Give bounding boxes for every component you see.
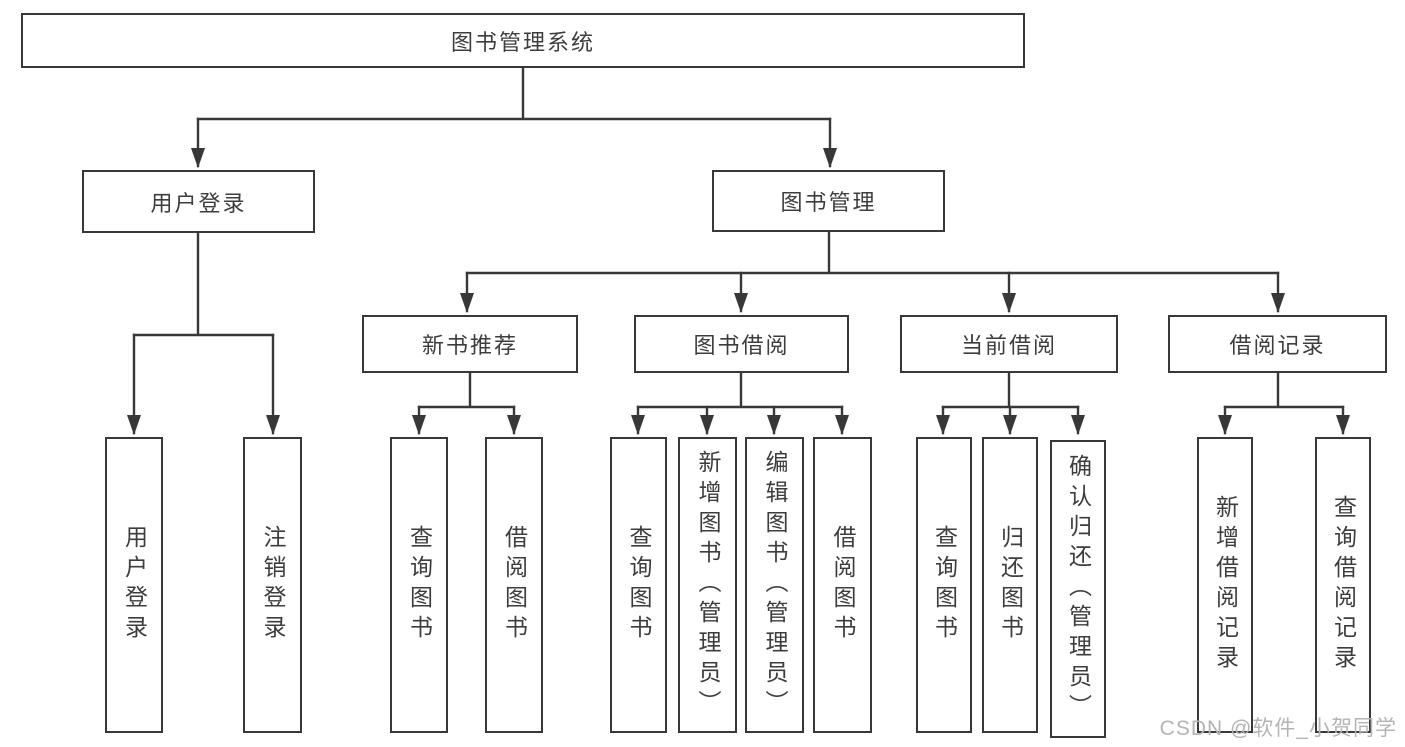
leaf-logout: 注销登录 — [243, 437, 302, 733]
node-label: 图书管理系统 — [450, 29, 595, 55]
leaf-records-query-record: 查询借阅记录 — [1315, 437, 1371, 733]
leaf-label: 确认归还（管理员） — [1065, 454, 1092, 724]
leaf-label: 查询图书 — [626, 525, 652, 645]
leaf-label: 注销登录 — [260, 525, 286, 645]
node-label: 图书管理 — [780, 190, 877, 215]
node-label: 借阅记录 — [1229, 333, 1326, 358]
node-borrow-records: 借阅记录 — [1168, 315, 1387, 373]
node-new-book-recommend: 新书推荐 — [362, 315, 578, 373]
leaf-records-add-record: 新增借阅记录 — [1197, 437, 1253, 733]
leaf-newrec-query-books: 查询图书 — [390, 437, 448, 733]
leaf-label: 归还图书 — [997, 525, 1024, 645]
leaf-current-return-books: 归还图书 — [982, 437, 1038, 733]
leaf-newrec-borrow-books: 借阅图书 — [485, 437, 543, 733]
leaf-borrowing-borrow-books: 借阅图书 — [813, 437, 872, 733]
node-user-login: 用户登录 — [82, 170, 315, 233]
node-label: 用户登录 — [150, 190, 247, 216]
leaf-label: 用户登录 — [121, 525, 148, 645]
leaf-label: 借阅图书 — [830, 525, 856, 645]
leaf-label: 新增图书（管理员） — [695, 450, 721, 720]
leaf-borrowing-add-books-admin: 新增图书（管理员） — [678, 437, 737, 733]
leaf-current-confirm-return-admin: 确认归还（管理员） — [1050, 440, 1106, 738]
leaf-label: 查询借阅记录 — [1330, 495, 1357, 675]
leaf-user-login: 用户登录 — [105, 437, 163, 733]
node-book-management: 图书管理 — [712, 170, 945, 232]
node-label: 图书借阅 — [693, 333, 790, 358]
leaf-label: 编辑图书（管理员） — [762, 450, 788, 720]
leaf-borrowing-query-books: 查询图书 — [610, 437, 667, 733]
leaf-label: 查询图书 — [406, 525, 433, 645]
node-current-borrowing: 当前借阅 — [900, 315, 1118, 373]
leaf-label: 新增借阅记录 — [1212, 495, 1239, 675]
leaf-label: 借阅图书 — [501, 525, 528, 645]
node-label: 新书推荐 — [421, 333, 518, 358]
leaf-borrowing-edit-books-admin: 编辑图书（管理员） — [745, 437, 804, 733]
node-label: 当前借阅 — [960, 333, 1057, 358]
node-book-borrowing: 图书借阅 — [634, 315, 849, 373]
leaf-current-query-books: 查询图书 — [916, 437, 972, 733]
node-root-library-system: 图书管理系统 — [21, 13, 1025, 68]
leaf-label: 查询图书 — [931, 525, 958, 645]
